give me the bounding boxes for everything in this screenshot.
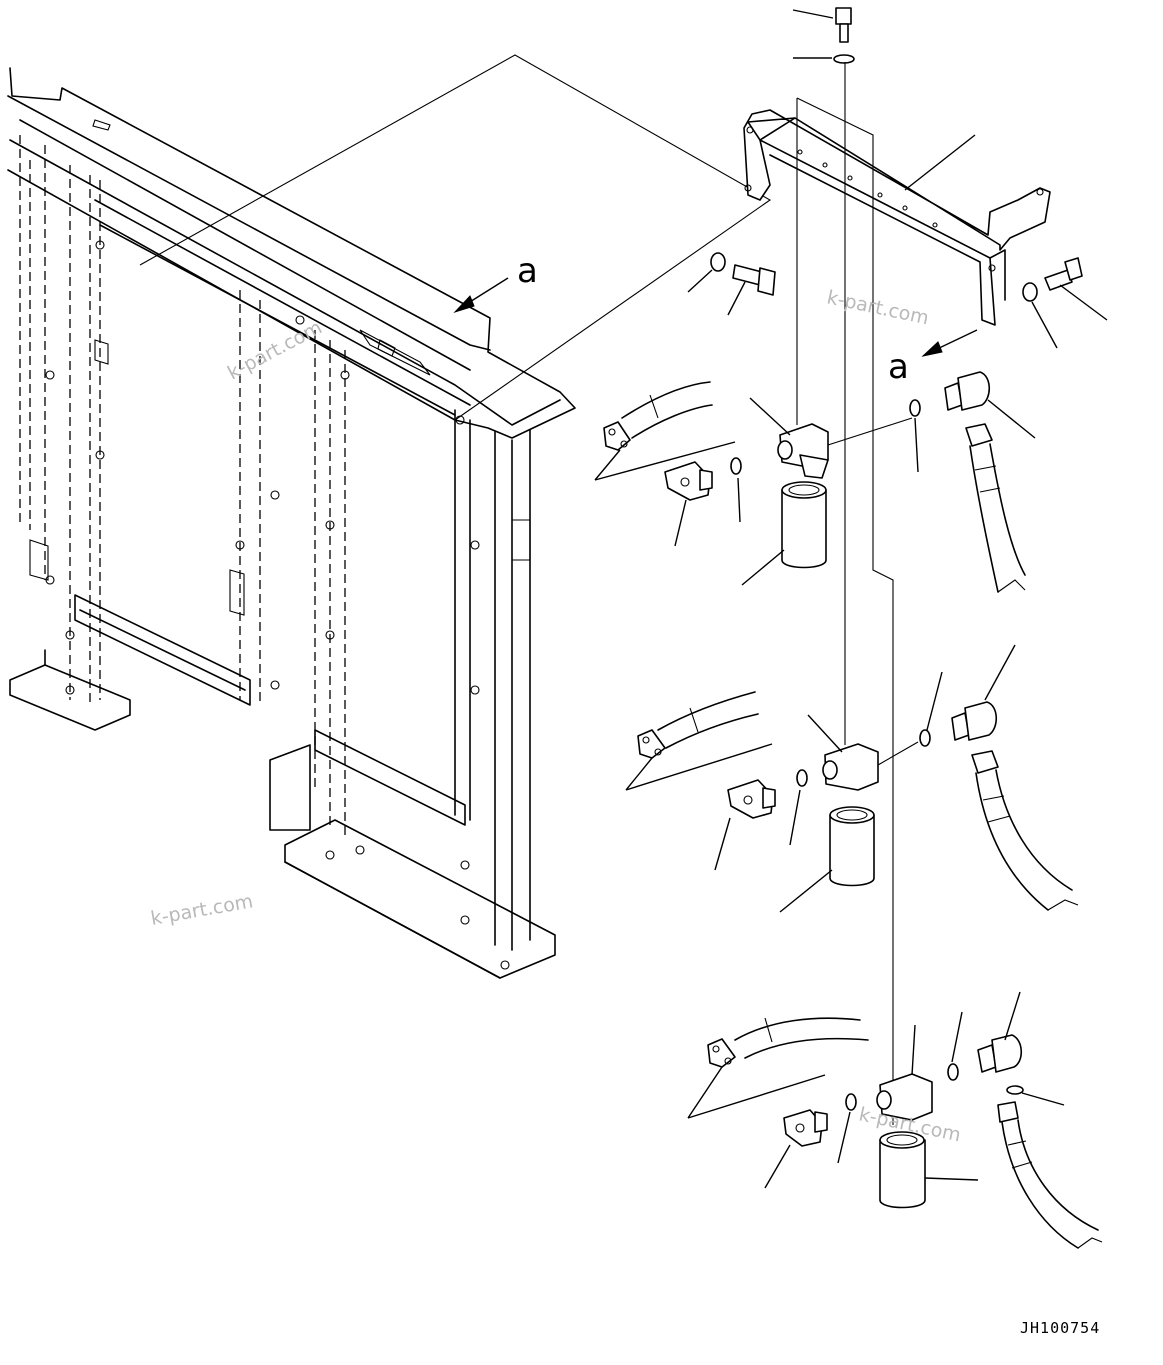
filter-group-1	[594, 371, 1036, 593]
watermark-frame: k-part.com	[224, 316, 326, 384]
view-label-left: a	[517, 251, 538, 291]
top-bolt	[792, 7, 852, 43]
right-side-washer	[1022, 282, 1058, 349]
left-side-washer	[687, 252, 726, 293]
watermark-bottom-left: k-part.com	[149, 890, 255, 930]
top-washer	[793, 54, 855, 64]
mounting-bracket	[743, 109, 1051, 326]
drawing-code: JH100754	[1020, 1319, 1100, 1337]
left-side-bolt	[727, 264, 776, 316]
right-side-bolt	[1044, 257, 1108, 321]
view-arrow-right	[921, 329, 978, 357]
radiator-frame	[7, 67, 576, 979]
filter-group-3	[687, 991, 1103, 1249]
filter-group-2	[625, 644, 1079, 913]
view-arrow-left	[453, 277, 509, 314]
assembly-centre-lines	[796, 62, 894, 1125]
watermark-top: k-part.com	[825, 286, 931, 329]
view-label-right: a	[888, 347, 909, 387]
reference-leader	[139, 54, 772, 421]
